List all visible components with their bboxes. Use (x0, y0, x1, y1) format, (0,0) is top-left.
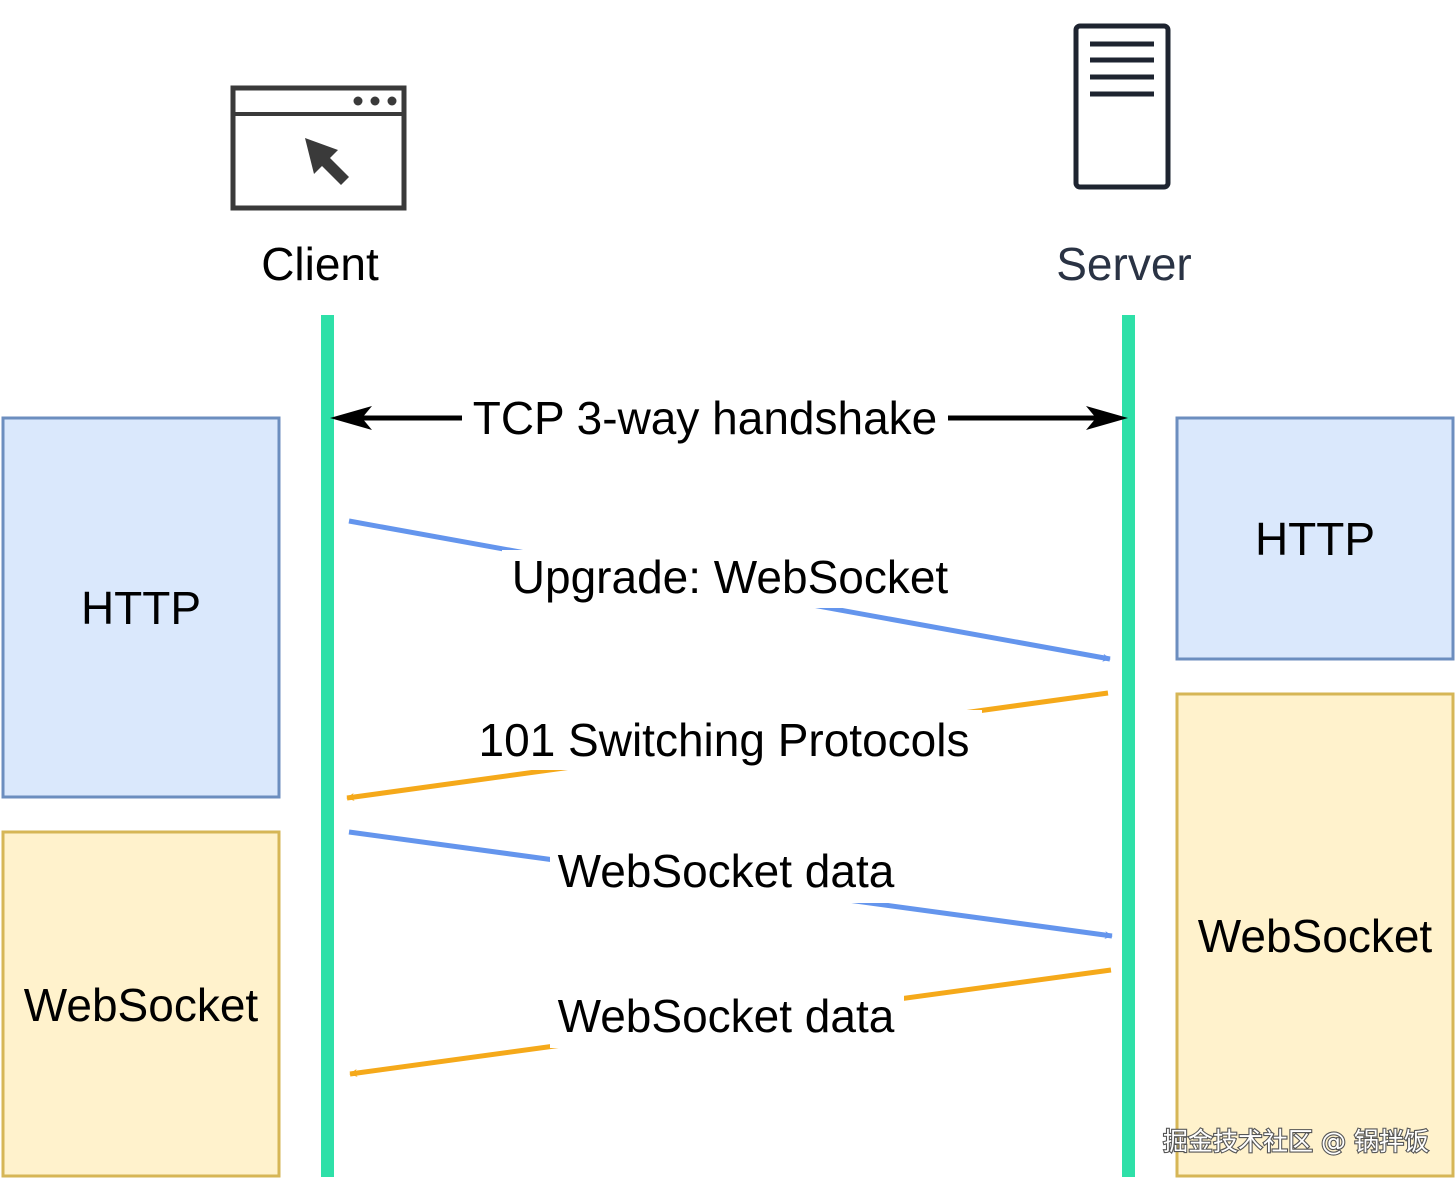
switching-label-bg (466, 710, 982, 770)
tcp-handshake-label: TCP 3-way handshake (473, 392, 938, 444)
browser-window-icon (230, 85, 407, 211)
tcp-handshake-arrow (330, 392, 1128, 448)
watermark: 掘金技术社区 @ 锅拌饭 (1163, 1127, 1429, 1156)
server-websocket-label: WebSocket (1198, 910, 1433, 962)
ws-data-response-label: WebSocket data (558, 990, 895, 1042)
switching-protocols-label: 101 Switching Protocols (479, 714, 970, 766)
ws-data-request-label-bg (550, 845, 904, 903)
upgrade-request-label: Upgrade: WebSocket (512, 551, 949, 603)
server-icon (1073, 23, 1171, 190)
client-http-label: HTTP (81, 582, 201, 634)
server-http-box (1175, 416, 1455, 661)
server-lifeline (1122, 315, 1135, 1177)
ws-data-request-label: WebSocket data (558, 845, 895, 897)
client-http-box (1, 416, 281, 799)
ws-data-response-label-bg (550, 990, 904, 1048)
client-lifeline (321, 315, 334, 1177)
server-websocket-box (1175, 692, 1455, 1178)
client-websocket-label: WebSocket (24, 979, 259, 1031)
server-http-label: HTTP (1255, 513, 1375, 565)
upgrade-label-bg (502, 550, 960, 608)
client-websocket-box (1, 830, 281, 1178)
server-label: Server (1056, 238, 1191, 290)
cursor-icon (305, 138, 349, 185)
client-label: Client (261, 238, 379, 290)
